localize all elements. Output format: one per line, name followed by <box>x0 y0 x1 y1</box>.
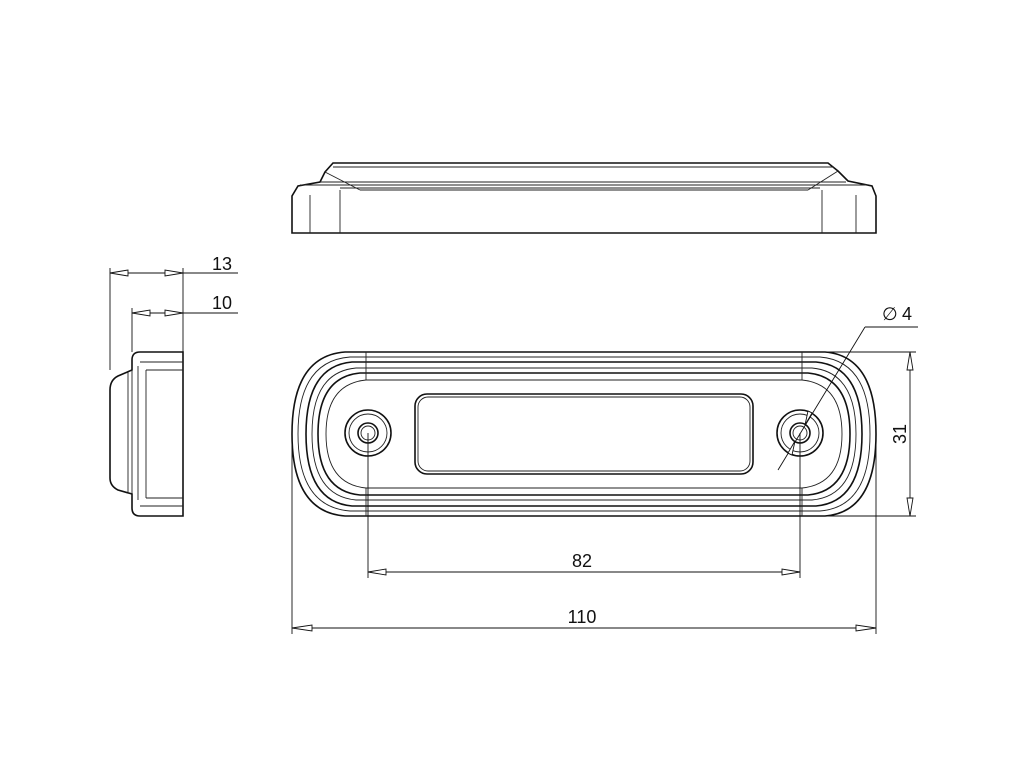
hole-diameter-label: 4 <box>902 304 912 324</box>
arrowhead <box>131 309 151 317</box>
dimension-depth-total: 13 <box>109 254 238 370</box>
arrowhead <box>164 269 184 277</box>
depth-body-label: 10 <box>212 293 232 313</box>
dimension-height: 31 <box>825 351 916 517</box>
arrowhead <box>109 269 129 277</box>
hole-spacing-label: 82 <box>572 551 592 571</box>
arrowhead <box>164 309 184 317</box>
overall-length-label: 110 <box>568 607 597 627</box>
height-label: 31 <box>890 424 910 444</box>
top-view <box>291 162 877 234</box>
arrowhead <box>855 624 877 632</box>
arrowhead <box>787 440 796 456</box>
dimension-hole-spacing: 82 <box>367 433 801 578</box>
arrowhead <box>781 568 801 576</box>
arrowhead <box>291 624 313 632</box>
dimension-overall-length: 110 <box>291 434 877 634</box>
arrowhead <box>804 410 813 426</box>
arrowhead <box>367 568 387 576</box>
arrowhead <box>906 351 914 371</box>
front-view <box>291 351 877 517</box>
dimension-hole-diameter: ∅ 4 <box>777 304 918 471</box>
depth-total-label: 13 <box>212 254 232 274</box>
side-view <box>109 351 184 517</box>
dimension-depth-body: 10 <box>131 293 238 352</box>
diameter-symbol: ∅ <box>882 304 898 324</box>
arrowhead <box>906 497 914 517</box>
